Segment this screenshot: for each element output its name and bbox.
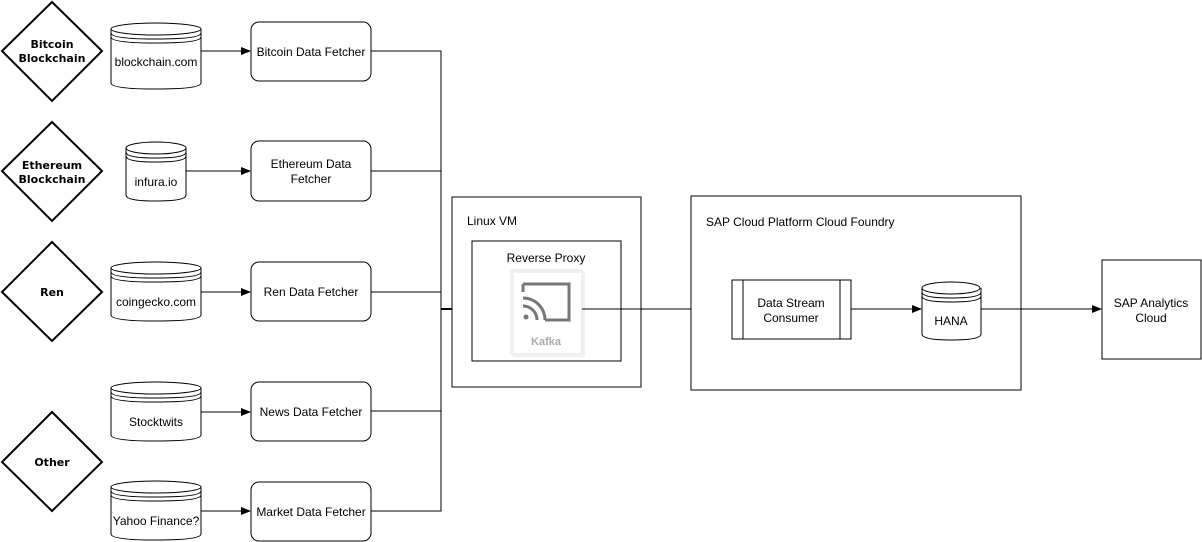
db-hana: HANA [921,281,982,341]
db-coingecko-com: coingecko.com [110,261,202,322]
diamond-ethereum-blockchain: Ethereum Blockchain [0,120,104,223]
fetcher-label: Market Data Fetcher [256,505,365,519]
kafka-node: Kafka [510,269,585,357]
analytics-label-line1: SAP Analytics [1114,296,1188,310]
db-label: blockchain.com [115,55,198,69]
diamond-label: Ren [40,286,64,299]
fetcher-label: Bitcoin Data Fetcher [257,45,366,59]
db-stocktwits: Stocktwits [110,381,202,442]
sap-cloud-container: SAP Cloud Platform Cloud Foundry Data St… [690,195,1022,391]
db-infura-io: infura.io [125,141,187,202]
analytics-label-line2: Cloud [1135,311,1166,325]
diamond-label: Other [34,456,70,469]
linux-vm-title: Linux VM [467,214,517,228]
db-label: Yahoo Finance? [113,514,200,528]
db-label: Stocktwits [129,415,183,429]
fetcher-label-line2: Fetcher [291,172,332,186]
db-label: infura.io [135,175,178,189]
source-arrows [186,47,251,515]
db-label: HANA [934,314,967,328]
fetcher-label-line1: Ethereum Data [271,157,352,171]
fetcher-ethereum: Ethereum Data Fetcher [250,140,372,202]
fetcher-news: News Data Fetcher [250,381,372,442]
diamond-ren: Ren [0,240,104,343]
fetcher-label: Ren Data Fetcher [264,285,359,299]
bus-line [371,50,442,512]
db-blockchain-com: blockchain.com [110,22,202,90]
diamond-bitcoin-blockchain: Bitcoin Blockchain [0,0,104,103]
reverse-proxy-title: Reverse Proxy [507,251,586,265]
data-stream-consumer: Data Stream Consumer [731,279,852,340]
db-label: coingecko.com [116,295,196,309]
diamond-label-line2: Blockchain [19,173,86,186]
consumer-label-line2: Consumer [763,311,818,325]
fetcher-market: Market Data Fetcher [250,481,372,542]
fetcher-ren: Ren Data Fetcher [250,261,372,322]
diamond-label-line1: Ethereum [22,159,82,172]
kafka-label: Kafka [531,336,562,348]
fetcher-bitcoin: Bitcoin Data Fetcher [250,21,372,82]
diamond-label-line1: Bitcoin [30,38,73,51]
cast-icon [521,282,571,322]
sap-analytics-cloud: SAP Analytics Cloud [1101,259,1202,360]
sap-cloud-title: SAP Cloud Platform Cloud Foundry [706,215,895,229]
linux-vm-container: Linux VM Reverse Proxy Kafka [451,196,642,388]
fetcher-label: News Data Fetcher [260,405,363,419]
diamond-label-line2: Blockchain [19,52,86,65]
consumer-label-line1: Data Stream [757,296,824,310]
db-yahoo-finance: Yahoo Finance? [110,480,202,541]
diamond-other: Other [0,410,104,513]
